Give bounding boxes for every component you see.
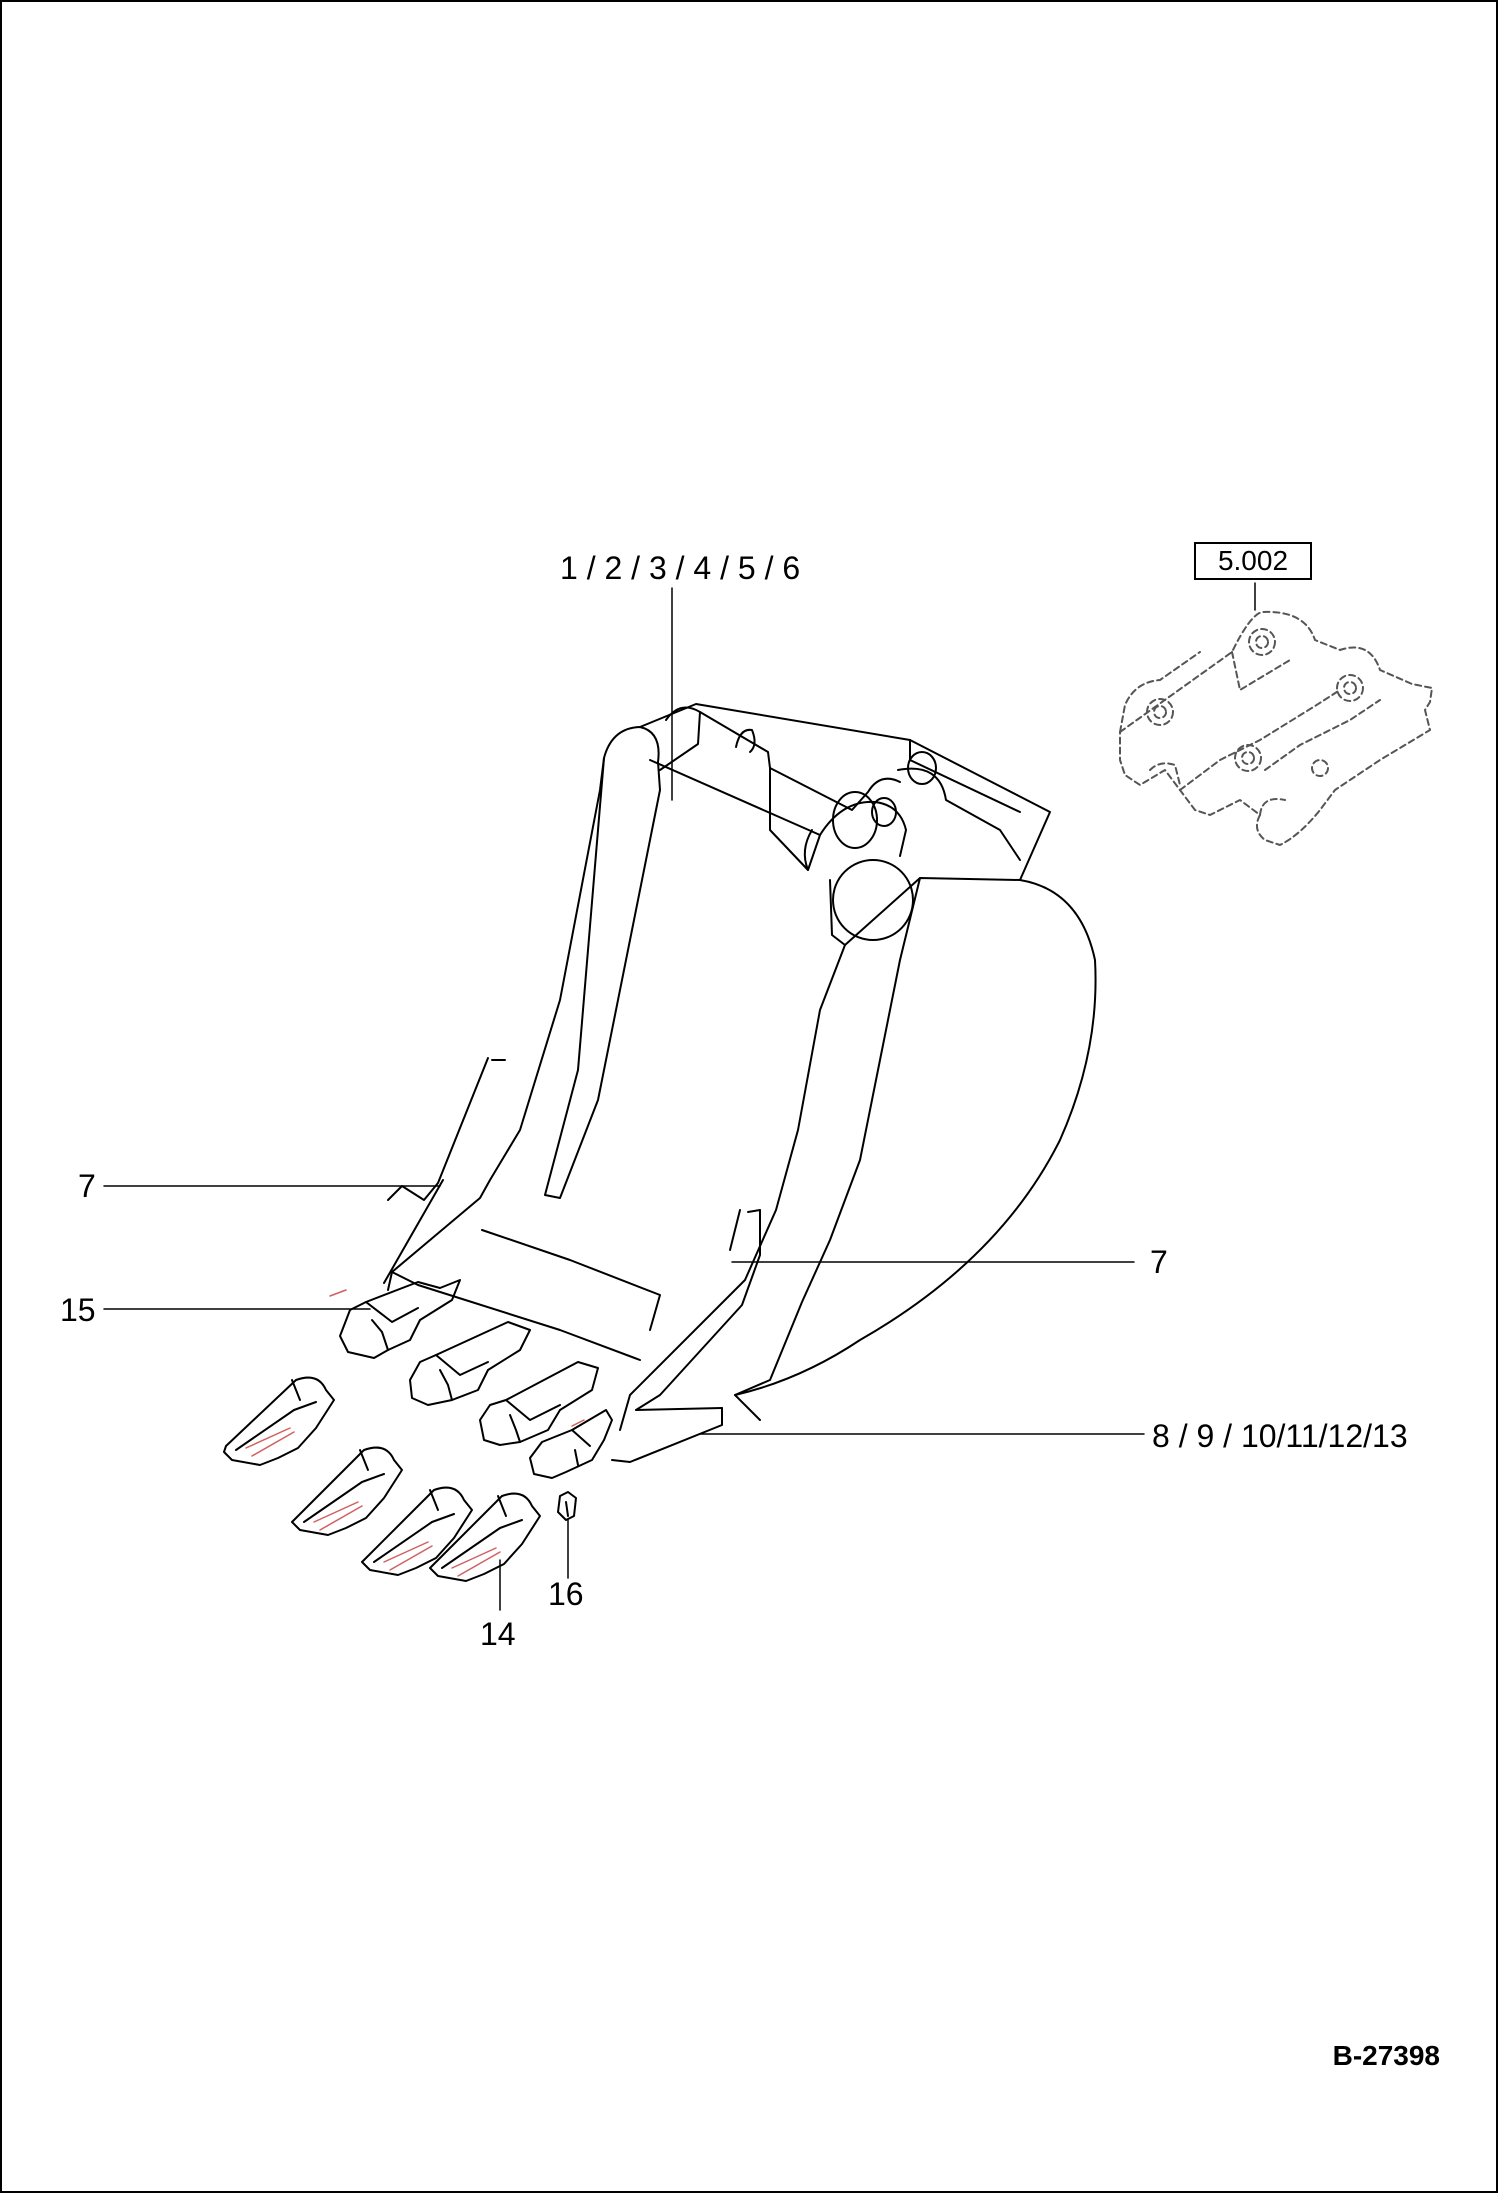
callout-14: 14: [480, 1616, 516, 1652]
reference-box-5-002[interactable]: 5.002: [1194, 542, 1312, 580]
tooth-accent-marks: [245, 1289, 585, 1577]
drawing-number: B-27398: [1332, 2040, 1440, 2071]
callout-7-left: 7: [78, 1168, 96, 1204]
callout-7-right: 7: [1150, 1244, 1168, 1280]
leader-lines: [103, 582, 1256, 1611]
quick-coupler-illustration: [1119, 610, 1433, 846]
tooth-points: [223, 1376, 541, 1582]
callout-1-6: 1 / 2 / 3 / 4 / 5 / 6: [560, 550, 801, 586]
bucket-illustration: [383, 703, 1097, 1463]
callout-15: 15: [60, 1292, 96, 1328]
retainer-pin: [557, 1491, 577, 1521]
callout-8-13: 8 / 9 / 10/11/12/13: [1152, 1418, 1408, 1454]
mounted-teeth: [339, 1279, 613, 1479]
callout-16: 16: [548, 1576, 584, 1612]
